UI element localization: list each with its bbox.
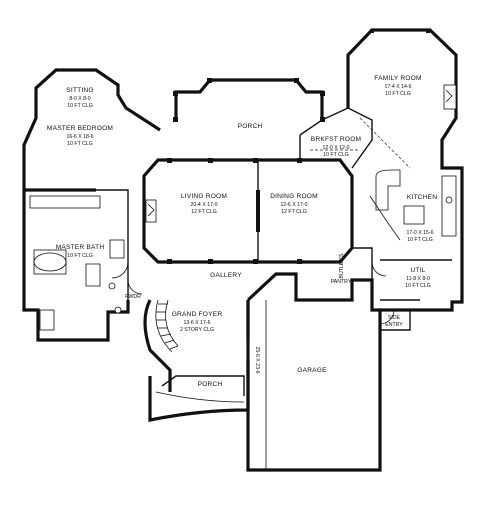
label-gallery: GALLERY <box>210 272 242 279</box>
svg-text:11-8 X 8-0: 11-8 X 8-0 <box>406 276 430 282</box>
living-dining-walls <box>142 158 354 264</box>
label-family-room: FAMILY ROOM 17-4 X 14-6 10 FT CLG <box>374 75 421 97</box>
svg-text:BRKFST ROOM: BRKFST ROOM <box>311 136 361 143</box>
label-util: UTIL 11-8 X 8-0 10 FT CLG <box>405 267 431 289</box>
svg-text:17-4 X 14-6: 17-4 X 14-6 <box>384 84 411 90</box>
svg-text:20-4 X 17-0: 20-4 X 17-0 <box>190 202 217 208</box>
svg-text:12 FT CLG: 12 FT CLG <box>191 209 217 215</box>
svg-text:13-6 X 17-6: 13-6 X 17-6 <box>183 320 210 326</box>
svg-text:SIDE: SIDE <box>388 315 401 321</box>
label-side-entry: SIDE ENTRY <box>385 315 403 328</box>
doors <box>111 261 395 325</box>
svg-text:10 FT CLG: 10 FT CLG <box>385 91 411 97</box>
svg-text:12-6 X 17-0: 12-6 X 17-0 <box>280 202 307 208</box>
kitchen-walls <box>380 150 464 312</box>
svg-text:10 FT CLG: 10 FT CLG <box>67 253 93 259</box>
living-fireplace <box>145 199 157 223</box>
svg-text:2 STORY CLG: 2 STORY CLG <box>180 327 214 333</box>
label-kitchen: KITCHEN 17-0 X 15-6 10 FT CLG <box>406 194 437 243</box>
svg-text:DINING ROOM: DINING ROOM <box>270 193 318 200</box>
stair-curve <box>155 299 179 353</box>
svg-text:PORCH: PORCH <box>198 381 223 388</box>
svg-text:25-6 X 23-6: 25-6 X 23-6 <box>254 346 260 373</box>
svg-text:PORCH: PORCH <box>238 123 263 130</box>
family-fireplace <box>443 84 457 110</box>
svg-text:PANTRY: PANTRY <box>331 279 352 285</box>
svg-text:10 FT CLG: 10 FT CLG <box>405 283 431 289</box>
svg-text:BUTLER'S: BUTLER'S <box>339 253 345 278</box>
columns <box>167 29 430 264</box>
foyer-walls <box>143 299 250 392</box>
label-master-bedroom: MASTER BEDROOM 16-6 X 18-6 10 FT CLG <box>47 125 113 147</box>
svg-text:SITTING: SITTING <box>66 87 93 94</box>
svg-text:GARAGE: GARAGE <box>297 367 327 374</box>
svg-text:MASTER BATH: MASTER BATH <box>56 244 105 251</box>
svg-text:10 FT CLG: 10 FT CLG <box>67 103 93 109</box>
master-bath-walls <box>22 188 130 342</box>
svg-text:12-0 X 12-0: 12-0 X 12-0 <box>322 145 349 151</box>
svg-text:GRAND FOYER: GRAND FOYER <box>172 311 223 318</box>
kitchen-island <box>403 205 425 225</box>
svg-text:10 FT CLG: 10 FT CLG <box>407 237 433 243</box>
label-living-room: LIVING ROOM 20-4 X 17-0 12 FT CLG <box>181 193 227 215</box>
label-brkfst-room: BRKFST ROOM 12-0 X 12-0 10 FT CLG <box>311 136 361 158</box>
svg-text:MASTER BEDROOM: MASTER BEDROOM <box>47 125 113 132</box>
svg-text:10 FT CLG: 10 FT CLG <box>323 152 349 158</box>
label-garage-dimensions: 25-6 X 23-6 <box>254 346 260 373</box>
label-pantry: PANTRY <box>331 279 352 285</box>
util-walls <box>380 259 452 331</box>
svg-text:16-6 X 18-6: 16-6 X 18-6 <box>66 134 93 140</box>
svg-text:KITCHEN: KITCHEN <box>407 194 437 201</box>
label-pwdr: PWDR <box>125 294 141 300</box>
svg-text:12 FT CLG: 12 FT CLG <box>281 209 307 215</box>
brkfst-bay <box>299 107 373 169</box>
stair-treads <box>156 303 179 350</box>
svg-text:ENTRY: ENTRY <box>385 322 403 328</box>
label-grand-foyer: GRAND FOYER 13-6 X 17-6 2 STORY CLG <box>172 311 223 333</box>
label-porch-rear: PORCH <box>238 123 263 130</box>
rear-porch-edge <box>174 78 324 120</box>
svg-text:17-0 X 15-6: 17-0 X 15-6 <box>406 230 433 236</box>
master-bedroom-walls <box>22 68 161 190</box>
svg-text:UTIL: UTIL <box>410 267 425 274</box>
svg-text:GALLERY: GALLERY <box>210 272 242 279</box>
svg-text:LIVING ROOM: LIVING ROOM <box>181 193 227 200</box>
family-room-walls <box>346 28 458 150</box>
svg-text:PWDR: PWDR <box>125 294 141 300</box>
svg-text:FAMILY ROOM: FAMILY ROOM <box>374 75 421 82</box>
label-garage: GARAGE <box>297 367 327 374</box>
svg-text:10 FT CLG: 10 FT CLG <box>67 141 93 147</box>
svg-text:8-0 X 8-0: 8-0 X 8-0 <box>69 96 90 102</box>
bathtub <box>33 252 67 272</box>
label-porch-front: PORCH <box>198 381 223 388</box>
front-porch-walls <box>148 360 250 422</box>
label-dining-room: DINING ROOM 12-6 X 17-0 12 FT CLG <box>270 193 318 215</box>
label-butlers-pantry: BUTLER'S <box>339 253 345 278</box>
label-sitting: SITTING 8-0 X 8-0 10 FT CLG <box>66 87 93 109</box>
label-master-bath: MASTER BATH 10 FT CLG <box>56 244 105 259</box>
